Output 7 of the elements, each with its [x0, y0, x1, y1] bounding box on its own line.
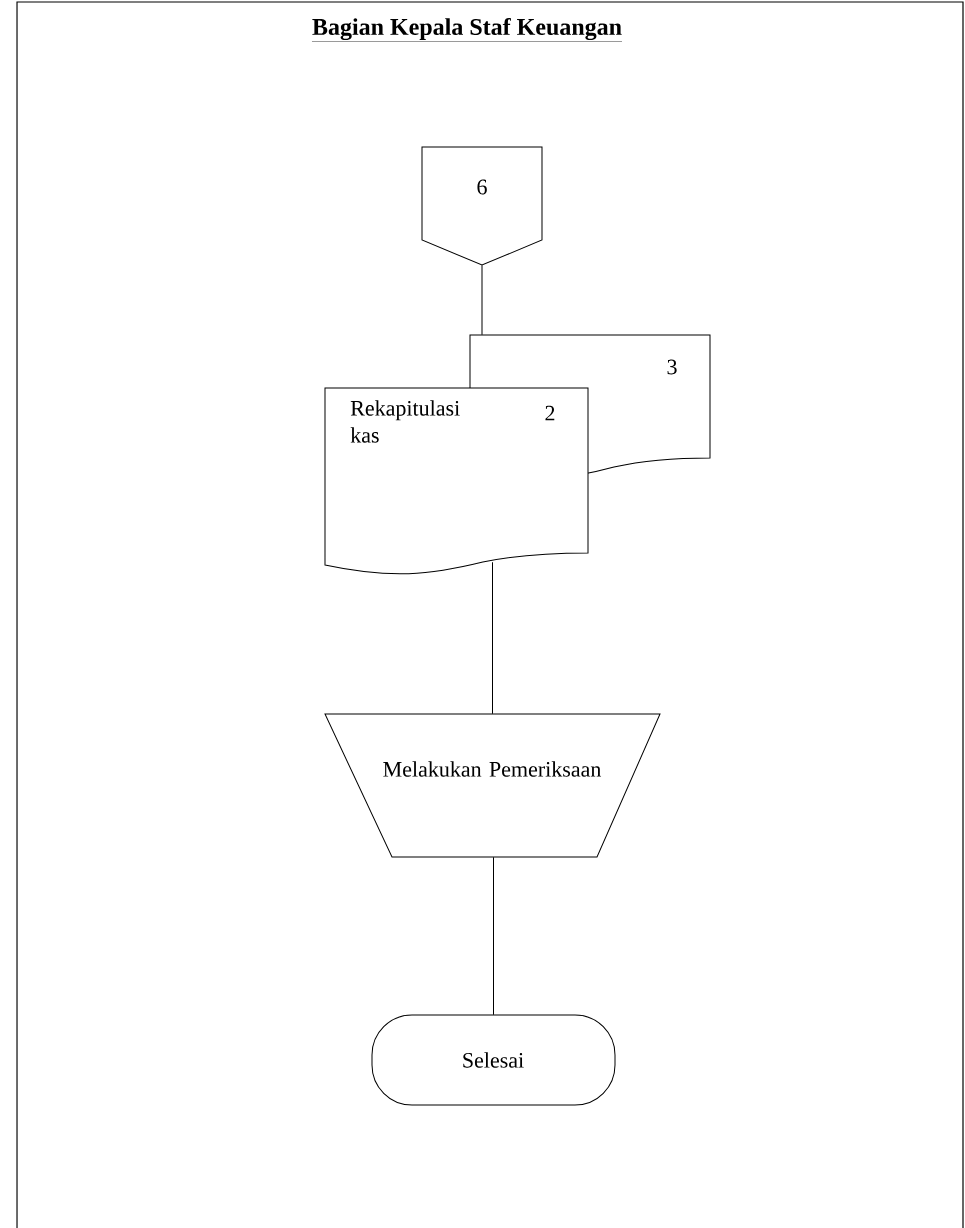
connector-line	[493, 856, 494, 1016]
manual-operation-trapezoid: Melakukan Pemeriksaan	[324, 713, 661, 858]
connector-line	[492, 561, 493, 715]
connector-line	[481, 264, 483, 336]
title: Bagian Kepala Staf Keuangan	[311, 17, 623, 42]
copy-number: 2	[545, 405, 555, 421]
off-page-connector: 6	[421, 146, 543, 266]
